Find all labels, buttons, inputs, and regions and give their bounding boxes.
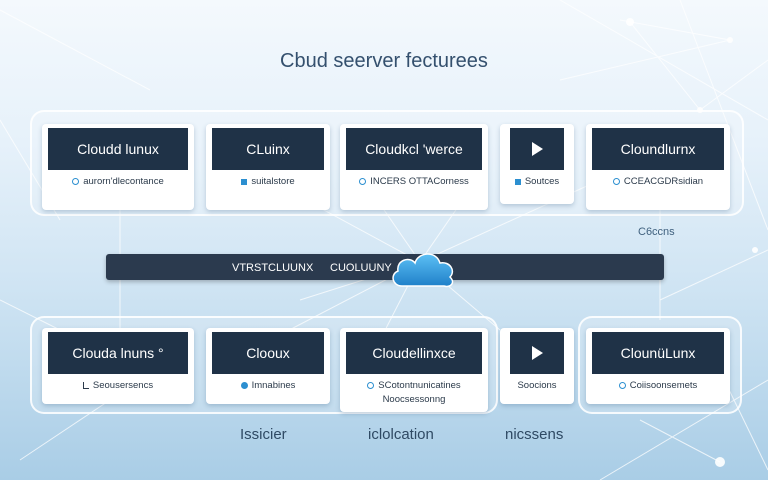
circle-icon xyxy=(359,178,367,185)
side-label: C6ccns xyxy=(638,226,675,238)
card-subtitle: suitalstore xyxy=(251,176,295,187)
bottom-label-1: Issicier xyxy=(240,426,287,443)
circle-icon xyxy=(612,178,620,185)
card-subtitle-2: Noocsessonng xyxy=(382,394,446,405)
circle-icon xyxy=(72,178,80,185)
play-icon xyxy=(531,346,543,360)
card-subtitle: SCotontnunicatines xyxy=(378,380,461,391)
circle-icon xyxy=(367,382,375,389)
card-subtitle: INCERS OTTACorness xyxy=(370,176,469,187)
card-title: Cloudd lunux xyxy=(48,128,188,170)
top-card-1[interactable]: Cloudd lunux aurorn'dlecontance xyxy=(42,124,194,210)
bar-label-left: VTRSTCLUUNX xyxy=(232,262,314,274)
card-title: Cloudkcl 'werce xyxy=(346,128,482,170)
bottom-card-4[interactable]: Soocions xyxy=(500,328,574,404)
top-card-2[interactable]: CLuinx suitalstore xyxy=(206,124,330,210)
bottom-card-1[interactable]: Clouda lnuns ° Seousersencs xyxy=(42,328,194,404)
top-card-3[interactable]: Cloudkcl 'werce INCERS OTTACorness xyxy=(340,124,488,210)
corner-icon xyxy=(82,382,89,389)
bottom-label-2: iclolcation xyxy=(368,426,434,443)
card-subtitle: Coiisoonsemets xyxy=(629,380,698,391)
bottom-card-2[interactable]: Clooux Imnabines xyxy=(206,328,330,404)
card-title: CLuinx xyxy=(212,128,324,170)
bottom-card-5[interactable]: ClounüLunx Coiisoonsemets xyxy=(586,328,730,404)
top-card-4[interactable]: Soutces xyxy=(500,124,574,204)
play-icon xyxy=(531,142,543,156)
circle-icon xyxy=(618,382,626,389)
circle-icon xyxy=(240,382,248,389)
top-card-5[interactable]: Cloundlurnx CCEACGDRsidian xyxy=(586,124,730,210)
virtualization-bar xyxy=(106,254,664,280)
card-subtitle: Soocions xyxy=(517,380,557,391)
card-subtitle: Imnabines xyxy=(251,380,296,391)
square-icon xyxy=(241,178,248,185)
square-icon xyxy=(514,178,521,185)
card-title: Cloudellinxce xyxy=(346,332,482,374)
bottom-label-3: nicssens xyxy=(505,426,564,443)
card-subtitle: Seousersencs xyxy=(92,380,154,391)
card-media-header xyxy=(510,332,564,374)
card-title: Clouda lnuns ° xyxy=(48,332,188,374)
bar-label-right: CUOLUUNY xyxy=(330,262,392,274)
card-subtitle: CCEACGDRsidian xyxy=(623,176,704,187)
page-title: Cbud seerver fecturees xyxy=(280,50,488,72)
card-title: Clooux xyxy=(212,332,324,374)
card-media-header xyxy=(510,128,564,170)
cloud-icon xyxy=(392,253,454,288)
card-title: Cloundlurnx xyxy=(592,128,724,170)
card-title: ClounüLunx xyxy=(592,332,724,374)
card-subtitle: aurorn'dlecontance xyxy=(83,176,164,187)
bottom-card-3[interactable]: Cloudellinxce SCotontnunicatines Noocses… xyxy=(340,328,488,412)
card-subtitle: Soutces xyxy=(524,176,560,187)
